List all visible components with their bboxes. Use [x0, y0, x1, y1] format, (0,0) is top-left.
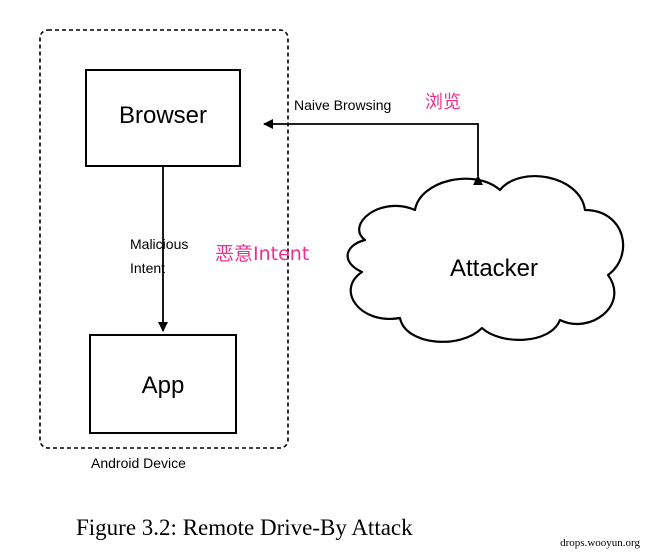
- app-label: App: [142, 372, 185, 399]
- figure-caption: Figure 3.2: Remote Drive-By Attack: [76, 515, 413, 540]
- malicious-intent-label-line1: Malicious: [130, 236, 188, 252]
- browsing-annotation-cn: 浏览: [425, 92, 461, 113]
- malicious-intent-label-line2: Intent: [130, 260, 165, 276]
- attacker-label: Attacker: [450, 255, 538, 282]
- browser-label: Browser: [119, 102, 207, 129]
- naive-browsing-edge: [263, 119, 483, 185]
- intent-annotation-cn: 恶意Intent: [215, 243, 309, 265]
- app-node: [89, 334, 237, 434]
- watermark: drops.wooyun.org: [560, 537, 640, 549]
- naive-browsing-label: Naive Browsing: [294, 97, 391, 113]
- android-device-container: [39, 29, 289, 449]
- android-device-label: Android Device: [91, 455, 186, 471]
